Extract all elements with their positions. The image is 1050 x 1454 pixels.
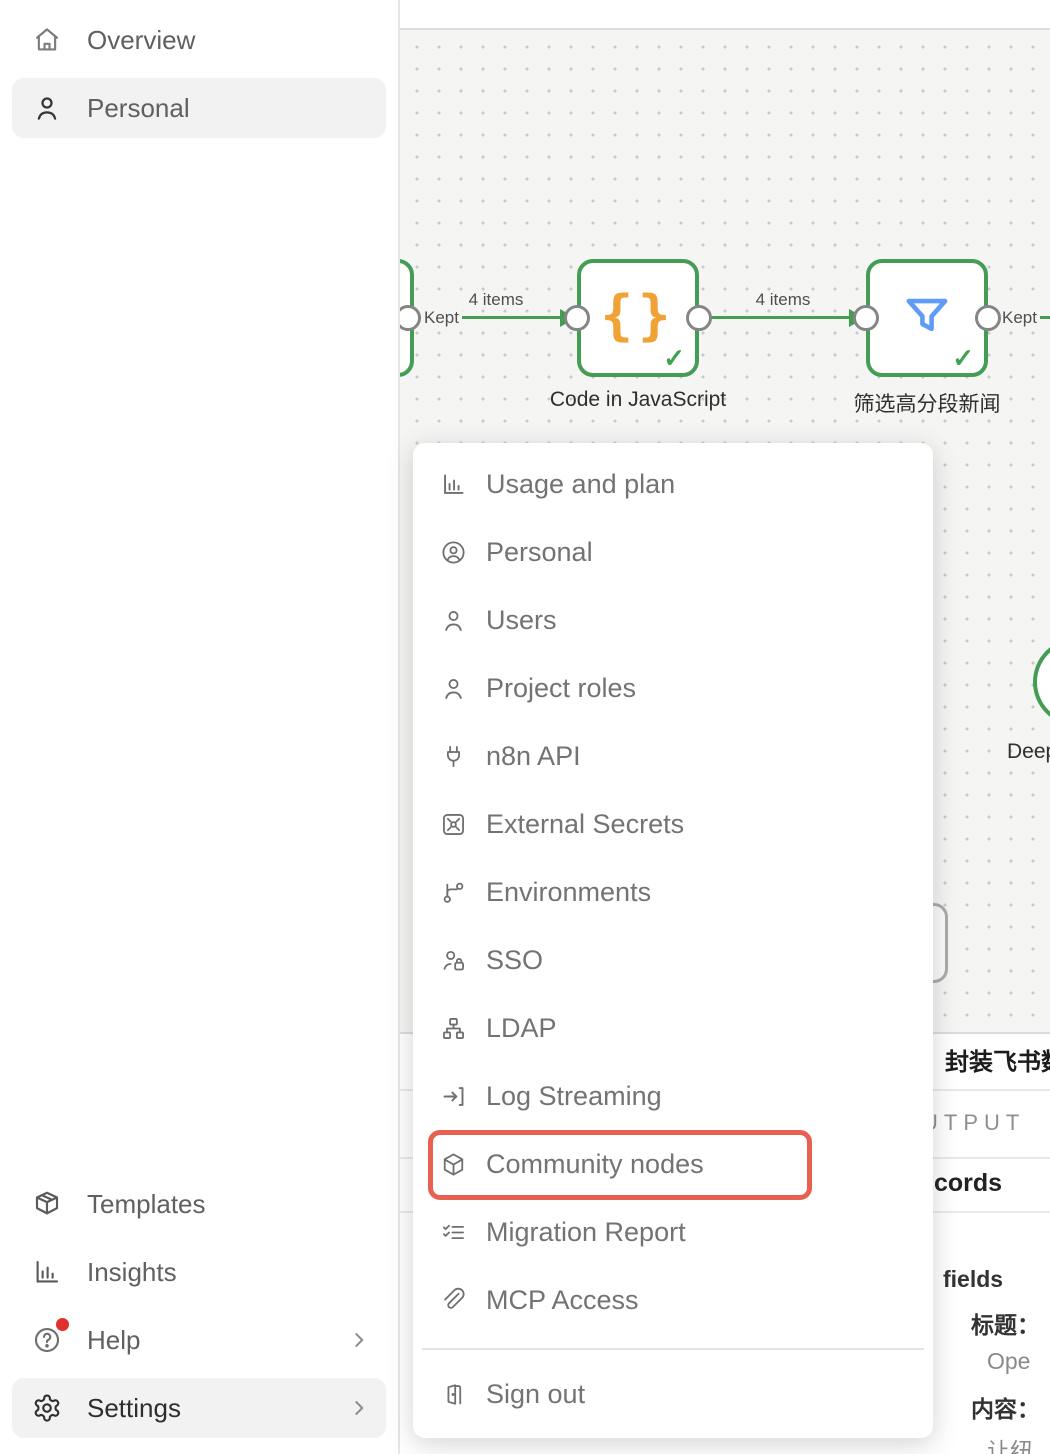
menu-item-log-streaming[interactable]: Log Streaming	[413, 1062, 933, 1130]
connection-items-label: 4 items	[755, 290, 811, 309]
home-icon	[35, 28, 59, 51]
node-model-circle[interactable]	[1033, 638, 1050, 726]
sidebar-item-help[interactable]: Help	[0, 1310, 400, 1370]
menu-item-label: Project roles	[486, 672, 637, 703]
connection-kept-label: Kept	[421, 308, 462, 328]
menu-item-users[interactable]: Users	[413, 586, 933, 654]
menu-item-ldap[interactable]: LDAP	[413, 994, 933, 1062]
output-port[interactable]	[686, 305, 712, 331]
git-branch-icon	[443, 882, 464, 903]
menu-item-label: External Secrets	[486, 808, 685, 839]
output-port[interactable]	[975, 305, 1001, 331]
funnel-icon	[906, 298, 948, 332]
sidebar-item-templates[interactable]: Templates	[0, 1174, 400, 1234]
menu-item-personal[interactable]: Personal	[413, 518, 933, 586]
log-in-icon	[443, 1086, 464, 1106]
plug-icon	[446, 745, 461, 767]
node-label: Code in JavaScript	[549, 388, 727, 411]
settings-dropdown-menu: Usage and plan Personal Users Project ro…	[413, 443, 933, 1438]
menu-item-label: Migration Report	[486, 1216, 686, 1247]
sidebar-item-overview[interactable]: Overview	[0, 10, 400, 70]
menu-item-label: Log Streaming	[486, 1080, 662, 1111]
sidebar-item-personal[interactable]: Personal	[0, 78, 400, 138]
chevron-right-icon	[355, 1401, 364, 1415]
chevron-right-icon	[355, 1333, 364, 1347]
menu-divider	[422, 1348, 924, 1350]
schema-key: 标题：	[971, 1312, 1040, 1338]
menu-item-label: SSO	[486, 944, 544, 975]
sidebar-item-label: Overview	[87, 24, 196, 55]
menu-item-label: Users	[486, 604, 557, 635]
active-item-background	[12, 1378, 386, 1438]
code-braces-icon: {}	[600, 283, 676, 347]
node-code-in-javascript[interactable]: {} ✓	[577, 259, 699, 377]
package-icon	[35, 1191, 59, 1215]
connection-line[interactable]	[699, 316, 851, 319]
menu-item-n8n-api[interactable]: n8n API	[413, 722, 933, 790]
menu-item-community-nodes[interactable]: Community nodes	[413, 1130, 933, 1198]
node-filter-news[interactable]: ✓	[866, 259, 988, 377]
output-section-header: UTPUT	[922, 1110, 1026, 1135]
menu-item-label: MCP Access	[486, 1284, 639, 1315]
canvas-top-bar	[400, 0, 1050, 30]
menu-item-sign-out[interactable]: Sign out	[413, 1360, 933, 1428]
menu-item-mcp-access[interactable]: MCP Access	[413, 1266, 933, 1334]
input-port[interactable]	[564, 305, 590, 331]
sidebar-item-settings[interactable]: Settings	[0, 1378, 400, 1438]
node-label: 筛选高分段新闻	[853, 393, 1001, 416]
menu-item-label: Sign out	[486, 1378, 586, 1409]
list-checks-icon	[443, 1224, 464, 1239]
output-port[interactable]	[400, 305, 421, 331]
schema-fields-label: fields	[943, 1266, 1004, 1292]
door-icon	[447, 1383, 462, 1405]
records-count: cords	[934, 1169, 1003, 1197]
menu-item-label: Community nodes	[486, 1148, 704, 1179]
user-icon	[445, 678, 462, 699]
user-circle-icon	[442, 540, 465, 564]
menu-item-environments[interactable]: Environments	[413, 858, 933, 926]
menu-item-project-roles[interactable]: Project roles	[413, 654, 933, 722]
schema-key: 内容：	[971, 1396, 1040, 1422]
active-item-background	[12, 78, 386, 138]
chart-column-icon	[36, 1260, 59, 1283]
menu-item-sso[interactable]: SSO	[413, 926, 933, 994]
input-port[interactable]	[853, 305, 879, 331]
success-check-icon: ✓	[663, 343, 685, 373]
success-check-icon: ✓	[952, 343, 974, 373]
sidebar-item-label: Settings	[87, 1392, 181, 1423]
gear-icon	[34, 1394, 60, 1422]
panel-title: 封装飞书数	[945, 1049, 1050, 1076]
paperclip-icon	[444, 1287, 465, 1309]
user-icon	[445, 610, 462, 631]
menu-item-label: Personal	[486, 536, 593, 567]
sidebar-item-label: Help	[87, 1324, 141, 1355]
menu-item-label: LDAP	[486, 1012, 557, 1043]
sidebar-item-label: Templates	[87, 1188, 206, 1219]
sidebar-item-label: Insights	[87, 1256, 177, 1287]
notification-dot	[56, 1318, 69, 1331]
hierarchy-icon	[443, 1017, 464, 1039]
chart-column-icon	[444, 474, 464, 494]
main-sidebar: Overview Personal Templates Insights Hel…	[0, 0, 400, 1454]
menu-item-external-secrets[interactable]: External Secrets	[413, 790, 933, 858]
cube-icon	[443, 1152, 464, 1176]
menu-item-label: n8n API	[486, 740, 581, 771]
help-circle-icon	[34, 1327, 60, 1353]
connection-items-label: 4 items	[468, 290, 524, 309]
user-lock-icon	[443, 950, 464, 970]
menu-item-label: Environments	[486, 876, 652, 907]
sidebar-item-label: Personal	[87, 92, 190, 123]
vault-icon	[443, 813, 464, 835]
schema-value: 让纽	[987, 1438, 1033, 1454]
user-icon	[37, 97, 57, 120]
menu-item-label: Usage and plan	[486, 468, 676, 499]
connection-kept-label: Kept	[999, 308, 1040, 328]
menu-item-migration-report[interactable]: Migration Report	[413, 1198, 933, 1266]
menu-item-usage-and-plan[interactable]: Usage and plan	[413, 450, 933, 518]
node-label: Deep	[1007, 740, 1050, 763]
schema-value: Ope	[987, 1348, 1031, 1374]
connection-line[interactable]	[408, 316, 566, 319]
sidebar-item-insights[interactable]: Insights	[0, 1242, 400, 1302]
